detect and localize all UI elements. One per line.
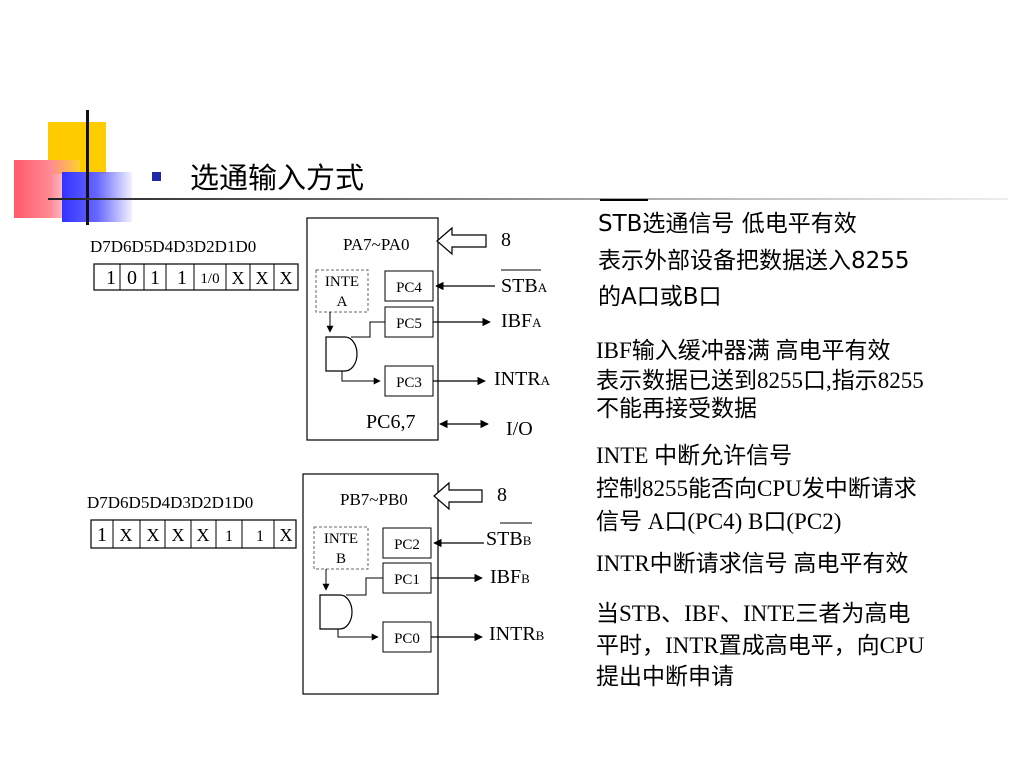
port-a-bus-width: 8 bbox=[501, 229, 511, 251]
and-gate-b-icon bbox=[319, 594, 353, 630]
wire bbox=[337, 629, 379, 641]
port-b-box bbox=[302, 473, 439, 695]
ibf-b-sub: B bbox=[521, 571, 530, 586]
io-label: I/O bbox=[506, 418, 533, 440]
stb-b-name: STB bbox=[486, 528, 523, 550]
pc2-label: PC2 bbox=[394, 537, 420, 553]
port-b-bit: X bbox=[197, 525, 210, 545]
ibf-b-name: IBF bbox=[490, 566, 521, 588]
port-a-bus-arrow-icon bbox=[436, 226, 487, 256]
port-a-box bbox=[306, 217, 439, 441]
stb-overline bbox=[600, 199, 648, 201]
port-b-bus-label: PB7~PB0 bbox=[340, 490, 408, 509]
stb-a-label: STBA bbox=[501, 275, 548, 297]
pc67-label: PC6,7 bbox=[366, 411, 415, 433]
inte-b-label: INTE bbox=[324, 531, 358, 547]
summary-note-line: 当STB、IBF、INTE三者为高电 bbox=[596, 601, 911, 626]
intr-note-line: INTR中断请求信号 高电平有效 bbox=[596, 551, 909, 576]
port-a-bit: X bbox=[280, 268, 293, 288]
pc5-label: PC5 bbox=[396, 316, 422, 332]
port-b-bit: X bbox=[280, 525, 293, 545]
stb-note-line: 表示外部设备把数据送入8255 bbox=[598, 248, 910, 274]
port-b-bit: 1 bbox=[256, 528, 264, 545]
port-b-bit: X bbox=[120, 525, 133, 545]
port-a-bit: 1/0 bbox=[200, 271, 219, 287]
summary-note-line: 平时，INTR置成高电平，向CPU bbox=[596, 633, 925, 658]
ibf-b-label: IBFB bbox=[490, 566, 530, 588]
port-a-bit: 1 bbox=[150, 267, 160, 289]
wire bbox=[351, 321, 385, 338]
ibf-a-name: IBF bbox=[501, 310, 532, 332]
intr-a-sub: A bbox=[541, 373, 551, 388]
stb-a-name: STB bbox=[501, 275, 538, 297]
wire bbox=[341, 371, 381, 385]
intr-b-label: INTRB bbox=[489, 623, 545, 645]
port-b-bus-arrow-icon bbox=[433, 481, 483, 511]
port-b-control-word: 1 X X X X 1 1 X bbox=[90, 519, 297, 549]
title-underline bbox=[48, 198, 1008, 200]
ibf-note-line: IBF输入缓冲器满 高电平有效 bbox=[596, 338, 891, 363]
ibf-note-line: 表示数据已送到8255口,指示8255 bbox=[596, 368, 924, 393]
decor-blue-square bbox=[62, 172, 132, 222]
stb-note-line: 的A口或B口 bbox=[598, 284, 722, 310]
port-a-bit-header: D7D6D5D4D3D2D1D0 bbox=[90, 237, 256, 256]
inte-a-box bbox=[315, 269, 369, 313]
port-b-bit-header: D7D6D5D4D3D2D1D0 bbox=[87, 493, 253, 512]
pc0-label: PC0 bbox=[394, 631, 420, 647]
intr-b-name: INTR bbox=[489, 623, 536, 645]
stb-b-sub: B bbox=[523, 533, 532, 548]
intr-b-sub: B bbox=[536, 628, 545, 643]
wire bbox=[346, 577, 383, 596]
pc2-box bbox=[382, 527, 432, 559]
pc3-label: PC3 bbox=[396, 375, 422, 391]
port-a-bus-label: PA7~PA0 bbox=[343, 235, 410, 254]
port-b-bit: 1 bbox=[225, 528, 233, 545]
port-a-bit: 1 bbox=[177, 267, 187, 289]
slide-title: 选通输入方式 bbox=[190, 161, 365, 195]
ibf-a-sub: A bbox=[532, 315, 542, 330]
stb-b-label: STBB bbox=[486, 528, 532, 550]
inte-note-line: INTE 中断允许信号 bbox=[596, 443, 793, 468]
intr-a-label: INTRA bbox=[494, 368, 551, 390]
decor-vertical-line bbox=[86, 110, 89, 225]
inte-b-box bbox=[313, 526, 369, 570]
port-b-bus-width: 8 bbox=[497, 484, 507, 506]
stb-note-line: STB选通信号 低电平有效 bbox=[598, 211, 857, 237]
pc4-box bbox=[384, 270, 434, 302]
ibf-a-label: IBFA bbox=[501, 310, 542, 332]
inte-note-line: 控制8255能否向CPU发中断请求 bbox=[596, 476, 917, 501]
port-a-control-word: 1 0 1 1 1/0 X X X bbox=[93, 263, 299, 291]
summary-note-line: 提出中断申请 bbox=[596, 664, 734, 689]
port-b-bit: 1 bbox=[97, 524, 107, 546]
pc1-label: PC1 bbox=[394, 572, 420, 588]
port-b-bit: X bbox=[147, 525, 160, 545]
intr-a-name: INTR bbox=[494, 368, 541, 390]
ibf-note-line: 不能再接受数据 bbox=[596, 396, 757, 421]
inte-a-sub: A bbox=[337, 294, 348, 310]
port-a-bit: 1 bbox=[106, 267, 116, 289]
port-a-bit: 0 bbox=[127, 267, 137, 289]
bullet-icon bbox=[152, 172, 161, 181]
inte-note-line: 信号 A口(PC4) B口(PC2) bbox=[596, 509, 842, 534]
port-b-bit: X bbox=[172, 525, 185, 545]
port-a-bit: X bbox=[232, 268, 245, 288]
inte-b-sub: B bbox=[336, 551, 346, 567]
and-gate-a-icon bbox=[325, 336, 358, 372]
stb-a-sub: A bbox=[538, 280, 548, 295]
pc4-label: PC4 bbox=[396, 280, 422, 296]
inte-a-label: INTE bbox=[325, 274, 359, 290]
port-a-bit: X bbox=[256, 268, 269, 288]
